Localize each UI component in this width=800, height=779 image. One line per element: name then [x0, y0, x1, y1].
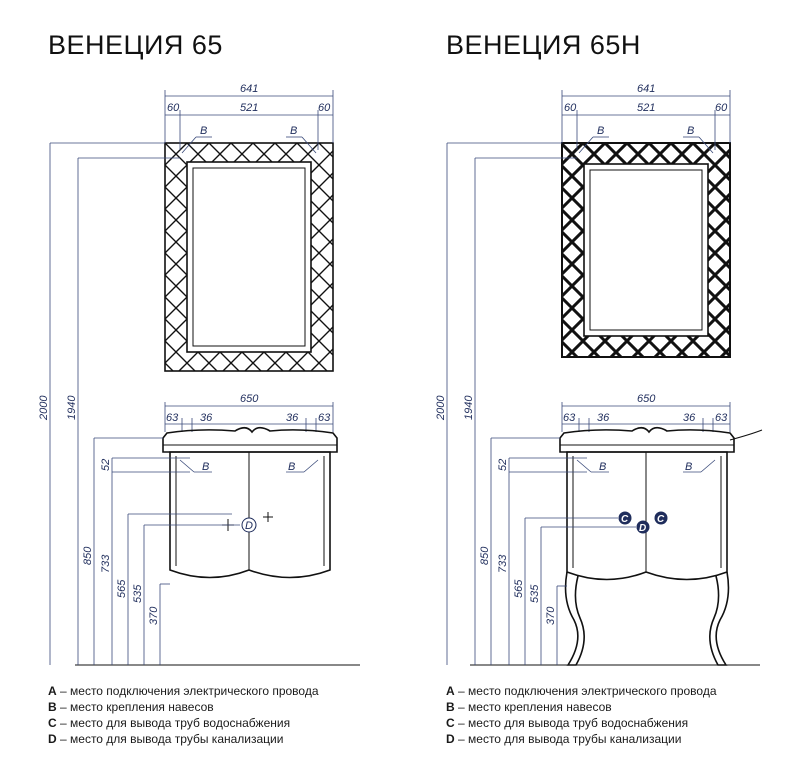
dim-cabinet-side-right-a: 63 — [563, 412, 576, 424]
dim-h-535-right: 535 — [529, 584, 541, 603]
dim-mirror-inner-right: 521 — [637, 102, 655, 114]
title-left: ВЕНЕЦИЯ 65 — [48, 30, 223, 60]
marker-d-left: D — [245, 520, 253, 532]
marker-b-mirror-left-b: B — [290, 125, 297, 137]
dim-cabinet-width-left: 650 — [240, 393, 259, 405]
dim-mirror-side-left-a: 60 — [167, 102, 180, 114]
dim-cabinet-inner-left-a: 36 — [200, 412, 213, 424]
dim-mirror-side-right-a: 60 — [564, 102, 577, 114]
dim-h-850-left: 850 — [82, 546, 94, 565]
dim-h-370-right: 370 — [545, 606, 557, 625]
dim-cabinet-inner-right-b: 36 — [683, 412, 696, 424]
dim-h-total-right: 2000 — [435, 395, 447, 421]
dim-cabinet-side-left-b: 63 — [318, 412, 331, 424]
legend-item: A – место подключения электрического про… — [48, 684, 319, 698]
marker-b-cabinet-right-b: B — [685, 461, 692, 473]
dim-h-mirror-top-right: 1940 — [463, 395, 475, 420]
legend-item: B – место крепления навесов — [48, 700, 214, 714]
legend-item: C – место для вывода труб водоснабжения — [446, 716, 689, 730]
legend-item: A – место подключения электрического про… — [446, 684, 717, 698]
dim-h-370-left: 370 — [148, 606, 160, 625]
dim-mirror-inner-left: 521 — [240, 102, 258, 114]
dim-cabinet-side-left-a: 63 — [166, 412, 179, 424]
marker-b-cabinet-right-a: B — [599, 461, 606, 473]
dim-cabinet-side-right-b: 63 — [715, 412, 728, 424]
legend-left: A – место подключения электрического про… — [48, 683, 319, 747]
marker-b-mirror-left-a: B — [200, 125, 207, 137]
dim-cabinet-inner-right-a: 36 — [597, 412, 610, 424]
dim-h-733-right: 733 — [497, 554, 509, 573]
dim-cabinet-inner-left-b: 36 — [286, 412, 299, 424]
dim-h-850-right: 850 — [479, 546, 491, 565]
legend-item: D – место для вывода трубы канализации — [48, 732, 284, 746]
dim-h-535-left: 535 — [132, 584, 144, 603]
marker-c-right-b: C — [657, 514, 665, 525]
dim-cabinet-width-right: 650 — [637, 393, 656, 405]
dim-h-52-right: 52 — [497, 459, 509, 471]
dim-mirror-width-right: 641 — [637, 83, 655, 95]
dim-h-733-left: 733 — [100, 554, 112, 573]
mirror-right — [561, 142, 731, 358]
marker-b-mirror-right-b: B — [687, 125, 694, 137]
legend-item: C – место для вывода труб водоснабжения — [48, 716, 291, 730]
cabinet-right — [564, 451, 730, 666]
marker-b-mirror-right-a: B — [597, 125, 604, 137]
assembly-left: 641 60 521 60 B B 650 63 36 36 63 — [38, 83, 360, 666]
dim-h-565-right: 565 — [513, 579, 525, 598]
title-right: ВЕНЕЦИЯ 65Н — [446, 30, 641, 60]
dim-h-total-left: 2000 — [38, 395, 50, 421]
dim-h-565-left: 565 — [116, 579, 128, 598]
leg-right — [709, 571, 730, 666]
marker-b-cabinet-left-a: B — [202, 461, 209, 473]
dim-mirror-side-right-b: 60 — [715, 102, 728, 114]
mirror-left — [164, 142, 334, 372]
basin-left — [162, 426, 338, 453]
marker-d-right: D — [639, 523, 646, 534]
basin-right — [559, 426, 763, 453]
marker-c-right-a: C — [621, 514, 629, 525]
dim-mirror-side-left-b: 60 — [318, 102, 331, 114]
assembly-right: 641 60 521 60 B B 650 63 36 36 63 — [435, 83, 763, 666]
dim-h-mirror-top-left: 1940 — [66, 395, 78, 420]
legend-item: B – место крепления навесов — [446, 700, 612, 714]
legend-item: D – место для вывода трубы канализации — [446, 732, 682, 746]
legend-right: A – место подключения электрического про… — [446, 683, 717, 747]
marker-b-cabinet-left-b: B — [288, 461, 295, 473]
leg-left — [564, 571, 585, 666]
dim-mirror-width-left: 641 — [240, 83, 258, 95]
dim-h-52-left: 52 — [100, 459, 112, 471]
cabinet-left — [169, 451, 331, 579]
